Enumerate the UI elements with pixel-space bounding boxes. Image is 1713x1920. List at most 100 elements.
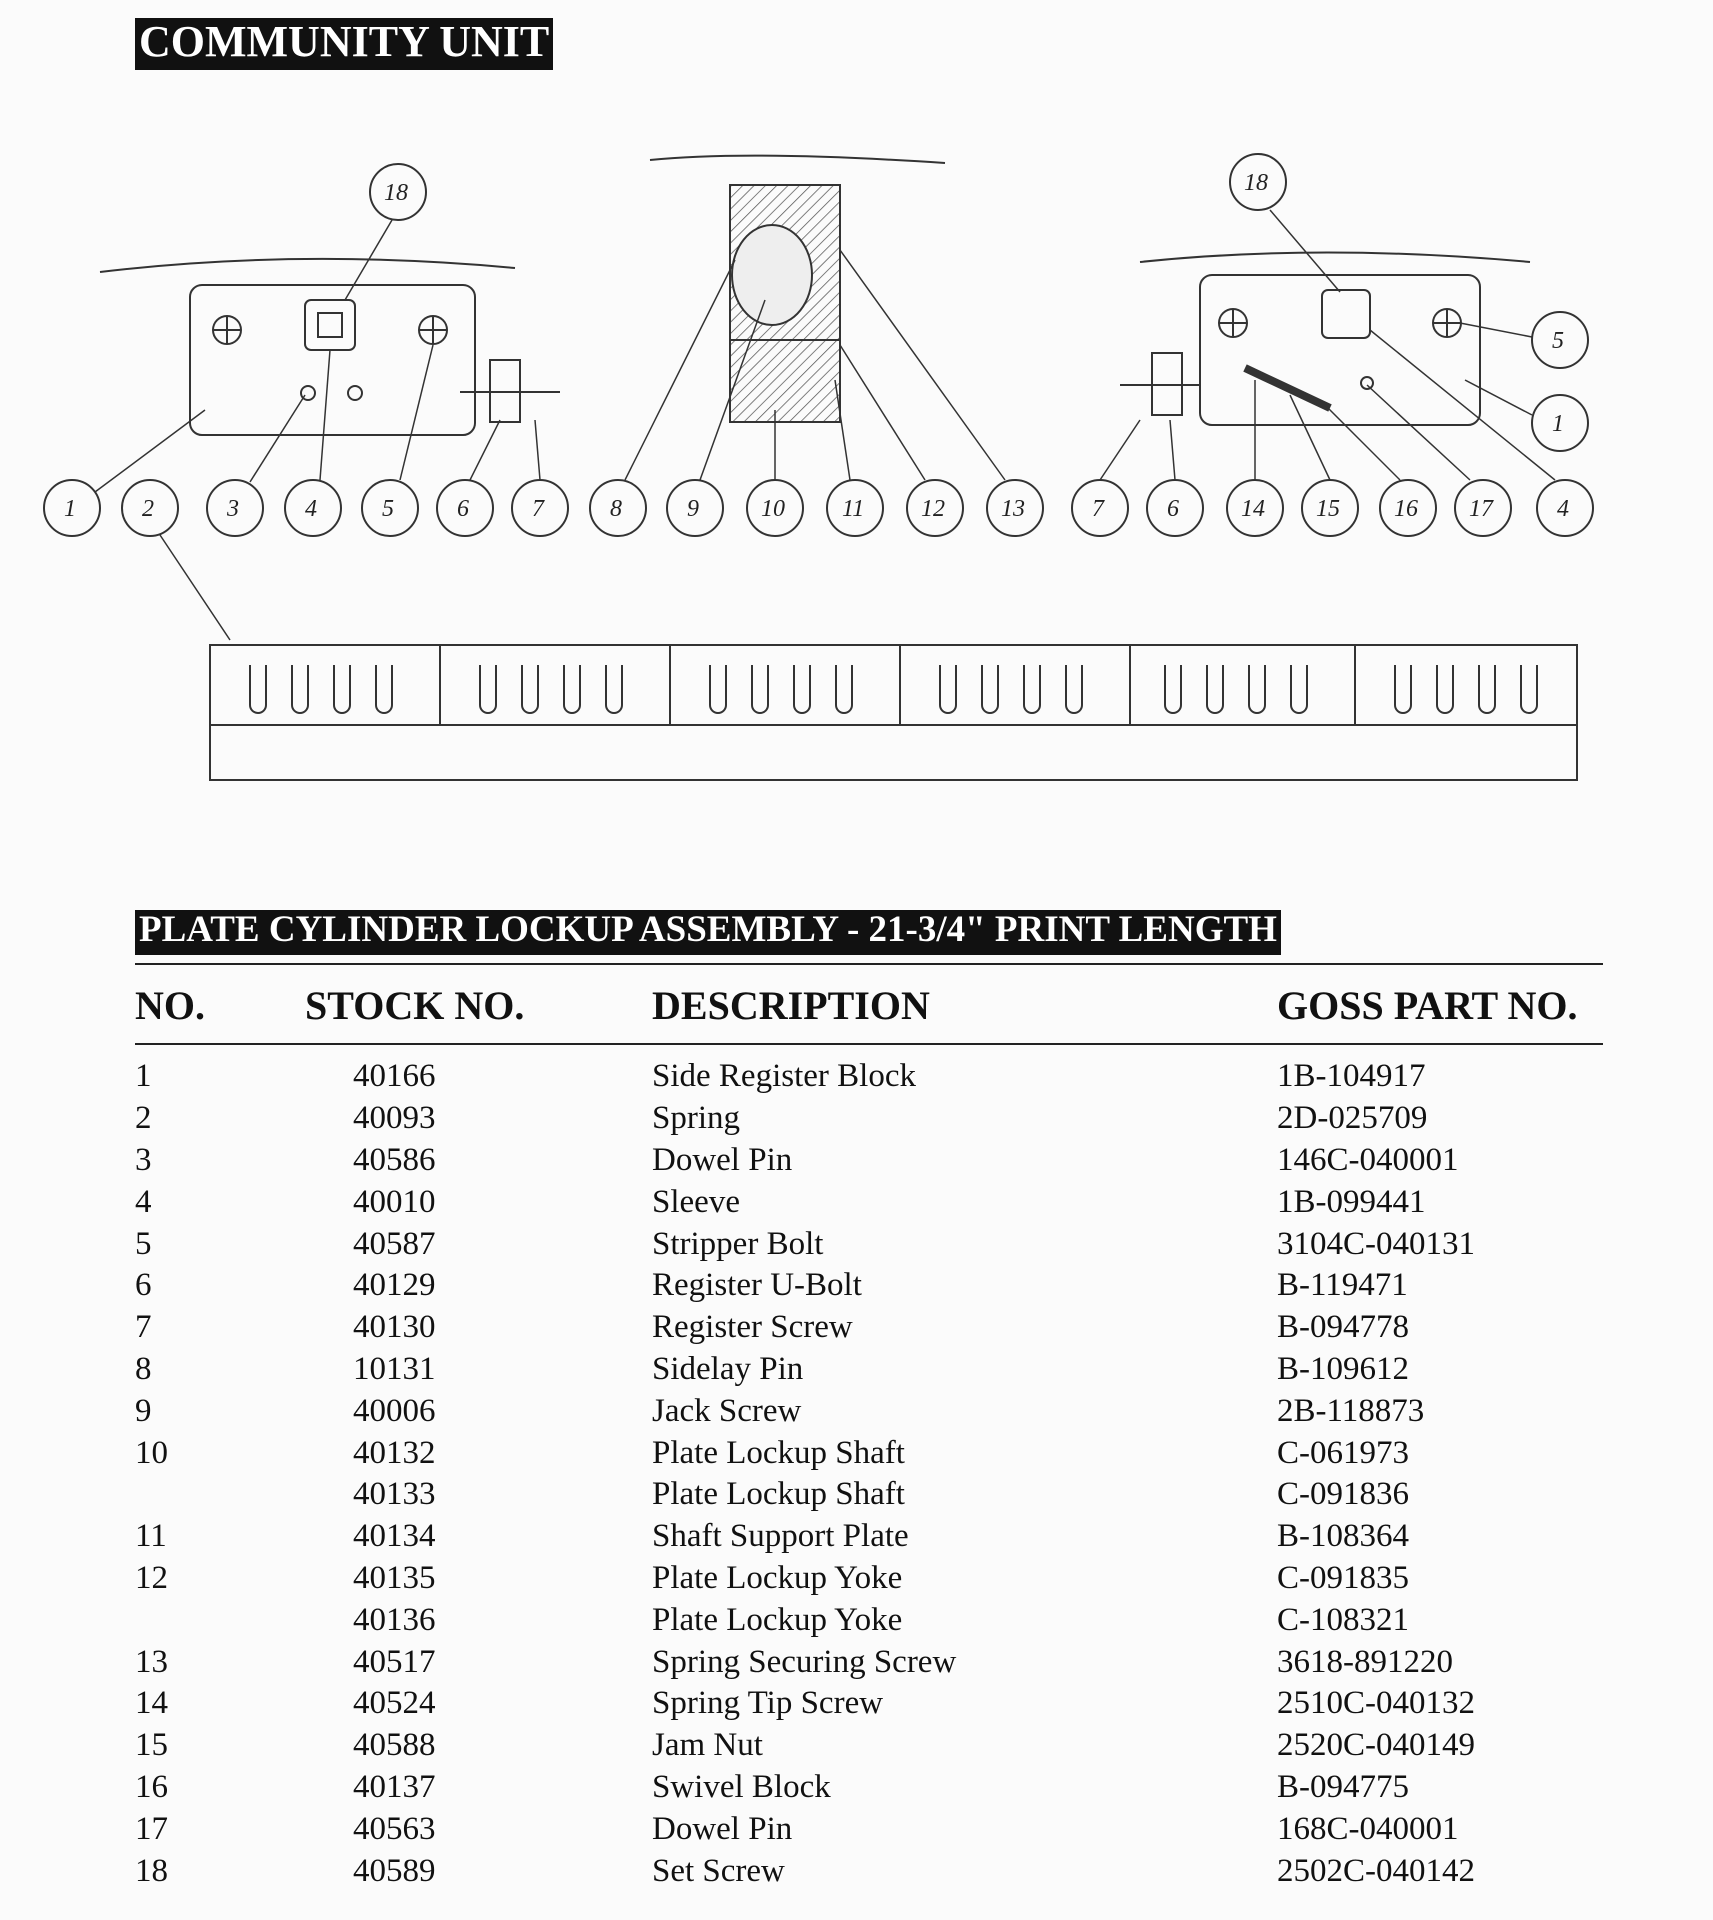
assembly-diagram: 1 2 3 4 5 6 7 8 9 10 11 12 13 7 6 14 15 … bbox=[43, 153, 1594, 781]
stock-number: 40132 bbox=[353, 1434, 436, 1471]
header-no: NO. bbox=[135, 983, 205, 1028]
part-description: Register Screw bbox=[652, 1309, 853, 1346]
goss-part-number: B-094775 bbox=[1277, 1768, 1409, 1805]
goss-part-number: 146C-040001 bbox=[1277, 1141, 1459, 1178]
part-number: 10 bbox=[135, 1434, 168, 1471]
part-description: Jack Screw bbox=[652, 1392, 802, 1429]
part-description: Stripper Bolt bbox=[652, 1225, 824, 1262]
callout-1: 1 bbox=[64, 496, 76, 522]
stock-number: 40166 bbox=[353, 1058, 436, 1095]
goss-part-number: 2B-118873 bbox=[1277, 1392, 1425, 1429]
part-number bbox=[135, 1599, 353, 1641]
goss-part-number: C-091836 bbox=[1277, 1476, 1409, 1513]
divider bbox=[135, 963, 1603, 965]
goss-part-number: 1B-099441 bbox=[1277, 1183, 1426, 1220]
part-number: 17 bbox=[135, 1810, 168, 1847]
part-number: 2 bbox=[135, 1100, 152, 1137]
section-title: COMMUNITY UNIT bbox=[135, 17, 554, 70]
part-description: Plate Lockup Yoke bbox=[652, 1559, 903, 1596]
stock-number: 40010 bbox=[353, 1183, 436, 1220]
stock-number: 40135 bbox=[353, 1559, 436, 1596]
goss-part-number: 3618-891220 bbox=[1277, 1643, 1453, 1680]
stock-number: 40517 bbox=[353, 1643, 436, 1680]
lockup-strip bbox=[209, 644, 1578, 781]
divider bbox=[135, 1043, 1603, 1045]
stock-number: 40586 bbox=[353, 1141, 436, 1178]
callout-extra: 18 18 5 1 bbox=[369, 153, 1589, 452]
callout-6: 6 bbox=[457, 496, 469, 522]
part-number bbox=[135, 1474, 353, 1516]
part-number: 9 bbox=[135, 1392, 152, 1429]
part-description: Dowel Pin bbox=[652, 1810, 793, 1847]
part-description: Shaft Support Plate bbox=[652, 1518, 909, 1555]
goss-part-number: 2502C-040142 bbox=[1277, 1852, 1475, 1889]
part-number: 16 bbox=[135, 1768, 168, 1805]
table-row: 40136 Plate Lockup Yoke C-108321 bbox=[135, 1599, 1597, 1641]
table-row: 9 40006 Jack Screw 2B-118873 bbox=[135, 1390, 1597, 1432]
goss-part-number: 1B-104917 bbox=[1277, 1058, 1426, 1095]
part-description: Register U-Bolt bbox=[652, 1267, 862, 1304]
part-number: 3 bbox=[135, 1141, 152, 1178]
callout-4b: 4 bbox=[1557, 496, 1569, 522]
stock-number: 40524 bbox=[353, 1685, 436, 1722]
part-description: Set Screw bbox=[652, 1852, 785, 1889]
left-register-block bbox=[99, 257, 560, 436]
goss-part-number: 2D-025709 bbox=[1277, 1100, 1428, 1137]
right-register-block bbox=[1120, 251, 1531, 426]
goss-part-number: B-094778 bbox=[1277, 1309, 1409, 1346]
stock-number: 40137 bbox=[353, 1768, 436, 1805]
part-description: Spring bbox=[652, 1100, 741, 1137]
stock-number: 40136 bbox=[353, 1601, 436, 1638]
stock-number: 40587 bbox=[353, 1225, 436, 1262]
callout-3: 3 bbox=[226, 496, 239, 522]
callout-18-right: 18 bbox=[1244, 170, 1268, 196]
header-description: DESCRIPTION bbox=[652, 983, 930, 1028]
part-number: 1 bbox=[135, 1058, 152, 1095]
stock-number: 40563 bbox=[353, 1810, 436, 1847]
part-number: 15 bbox=[135, 1727, 168, 1764]
part-description: Spring Tip Screw bbox=[652, 1685, 884, 1722]
callout-7: 7 bbox=[532, 496, 545, 522]
part-number: 13 bbox=[135, 1643, 168, 1680]
callout-14: 14 bbox=[1241, 496, 1265, 522]
callout-10: 10 bbox=[761, 496, 785, 522]
part-number: 8 bbox=[135, 1350, 152, 1387]
table-row: 13 40517 Spring Securing Screw 3618-891220 bbox=[135, 1641, 1597, 1683]
callout-15: 15 bbox=[1316, 496, 1340, 522]
callout-18-left: 18 bbox=[384, 180, 408, 206]
callout-6b: 6 bbox=[1167, 496, 1179, 522]
part-number: 7 bbox=[135, 1309, 152, 1346]
callout-2: 2 bbox=[142, 496, 154, 522]
part-number: 4 bbox=[135, 1183, 152, 1220]
callout-17: 17 bbox=[1469, 496, 1494, 522]
callout-12: 12 bbox=[921, 496, 945, 522]
goss-part-number: B-109612 bbox=[1277, 1350, 1409, 1387]
table-title: PLATE CYLINDER LOCKUP ASSEMBLY - 21-3/4"… bbox=[135, 909, 1281, 955]
callout-5-right: 5 bbox=[1552, 328, 1564, 354]
stock-number: 40006 bbox=[353, 1392, 436, 1429]
part-description: Sleeve bbox=[652, 1183, 740, 1220]
callout-1-right: 1 bbox=[1552, 411, 1564, 437]
part-description: Plate Lockup Yoke bbox=[652, 1601, 903, 1638]
leader-lines bbox=[94, 209, 1556, 641]
goss-part-number: C-108321 bbox=[1277, 1601, 1409, 1638]
part-description: Spring Securing Screw bbox=[652, 1643, 957, 1680]
goss-part-number: B-108364 bbox=[1277, 1518, 1409, 1555]
goss-part-number: B-119471 bbox=[1277, 1267, 1408, 1304]
callout-7b: 7 bbox=[1092, 496, 1105, 522]
header-goss-part-no: GOSS PART NO. bbox=[1277, 983, 1578, 1028]
part-number: 6 bbox=[135, 1267, 152, 1304]
part-number: 18 bbox=[135, 1852, 168, 1889]
